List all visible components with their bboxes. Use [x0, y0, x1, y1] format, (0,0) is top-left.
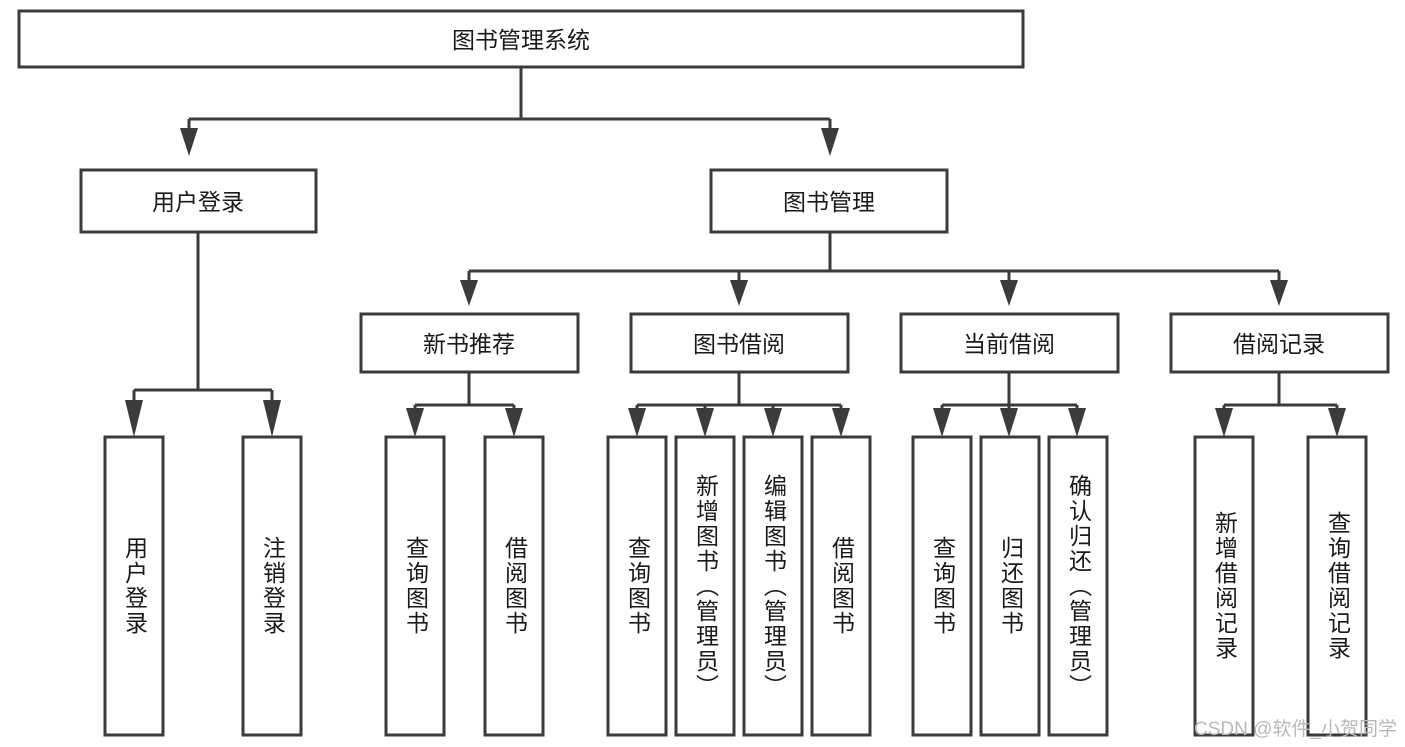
node-leaf-borrow-edit-book[interactable]	[742, 435, 804, 737]
node-label-current-borrow: 当前借阅	[963, 331, 1055, 357]
node-root[interactable]: 图书管理系统	[17, 9, 1025, 69]
node-box-rect[interactable]	[1193, 435, 1255, 737]
node-leaf-cur-return-book[interactable]	[979, 435, 1041, 737]
node-leaf-rec-query-book[interactable]	[384, 435, 446, 737]
node-box-rect[interactable]	[979, 435, 1041, 737]
arrow-head-icon	[1068, 408, 1086, 437]
connector-userlogin-to-leaves	[125, 232, 281, 437]
node-new-book-rec[interactable]: 新书推荐	[359, 312, 580, 374]
node-label-borrow-record: 借阅记录	[1233, 331, 1325, 357]
node-book-manage[interactable]: 图书管理	[709, 168, 949, 234]
node-box-rect[interactable]	[911, 435, 973, 737]
arrow-head-icon	[1328, 408, 1346, 437]
node-box-rect[interactable]	[674, 435, 736, 737]
node-label-new-book-rec: 新书推荐	[423, 331, 515, 357]
connector-root-to-level2	[180, 67, 839, 156]
node-box-rect[interactable]	[899, 312, 1120, 374]
node-box-rect[interactable]	[359, 312, 580, 374]
node-book-borrow[interactable]: 图书借阅	[629, 312, 850, 374]
arrow-head-icon	[832, 408, 850, 437]
arrow-head-icon	[460, 280, 478, 306]
arrow-head-icon	[263, 400, 281, 437]
arrow-head-icon	[1270, 280, 1288, 306]
arrow-head-icon	[1000, 280, 1018, 306]
node-box-rect[interactable]	[1047, 435, 1109, 737]
connector-currentborrow-to-leaves	[933, 372, 1086, 437]
node-box-rect[interactable]	[384, 435, 446, 737]
node-label-book-borrow: 图书借阅	[693, 331, 785, 357]
arrow-head-icon	[696, 408, 714, 437]
node-box-rect[interactable]	[709, 168, 949, 234]
arrow-head-icon	[125, 400, 143, 437]
node-label-book-manage: 图书管理	[783, 189, 875, 215]
node-leaf-borrow-add-book[interactable]	[674, 435, 736, 737]
node-label-root: 图书管理系统	[452, 27, 590, 53]
arrow-head-icon	[628, 408, 646, 437]
node-box-rect[interactable]	[606, 435, 668, 737]
node-user-login[interactable]: 用户登录	[79, 168, 318, 234]
node-leaf-borrow-query-book[interactable]	[606, 435, 668, 737]
node-label-user-login: 用户登录	[152, 189, 244, 215]
node-box-rect[interactable]	[810, 435, 872, 737]
arrow-head-icon	[505, 408, 523, 437]
connector-borrowrecord-to-leaves	[1215, 372, 1346, 437]
arrow-head-icon	[1000, 408, 1018, 437]
node-leaf-rec-add-record[interactable]	[1193, 435, 1255, 737]
connector-bookmanage-to-level3	[460, 232, 1288, 306]
arrow-head-icon	[1215, 408, 1233, 437]
node-leaf-cur-confirm-return[interactable]	[1047, 435, 1109, 737]
arrow-head-icon	[730, 280, 748, 306]
node-leaf-user-logout[interactable]	[241, 435, 303, 737]
node-leaf-borrow-borrow-book[interactable]	[810, 435, 872, 737]
node-borrow-record[interactable]: 借阅记录	[1169, 312, 1390, 374]
node-box-rect[interactable]	[17, 9, 1025, 69]
node-box-rect[interactable]	[629, 312, 850, 374]
connector-newbook-to-leaves	[406, 372, 523, 437]
node-box-rect[interactable]	[742, 435, 804, 737]
connector-bookborrow-to-leaves	[628, 372, 850, 437]
node-leaf-user-login[interactable]	[103, 435, 165, 737]
node-leaf-cur-query-book[interactable]	[911, 435, 973, 737]
arrow-head-icon	[821, 128, 839, 156]
node-box-rect[interactable]	[483, 435, 545, 737]
watermark-text: CSDN @软件_小贺同学	[1194, 719, 1397, 740]
node-box-rect[interactable]	[241, 435, 303, 737]
node-leaf-rec-borrow-book[interactable]	[483, 435, 545, 737]
node-box-rect[interactable]	[1306, 435, 1368, 737]
node-leaf-rec-query-record[interactable]	[1306, 435, 1368, 737]
arrow-head-icon	[933, 408, 951, 437]
node-box-rect[interactable]	[79, 168, 318, 234]
arrow-head-icon	[764, 408, 782, 437]
node-box-rect[interactable]	[1169, 312, 1390, 374]
node-current-borrow[interactable]: 当前借阅	[899, 312, 1120, 374]
arrow-head-icon	[406, 408, 424, 437]
arrow-head-icon	[180, 128, 198, 156]
node-box-rect[interactable]	[103, 435, 165, 737]
